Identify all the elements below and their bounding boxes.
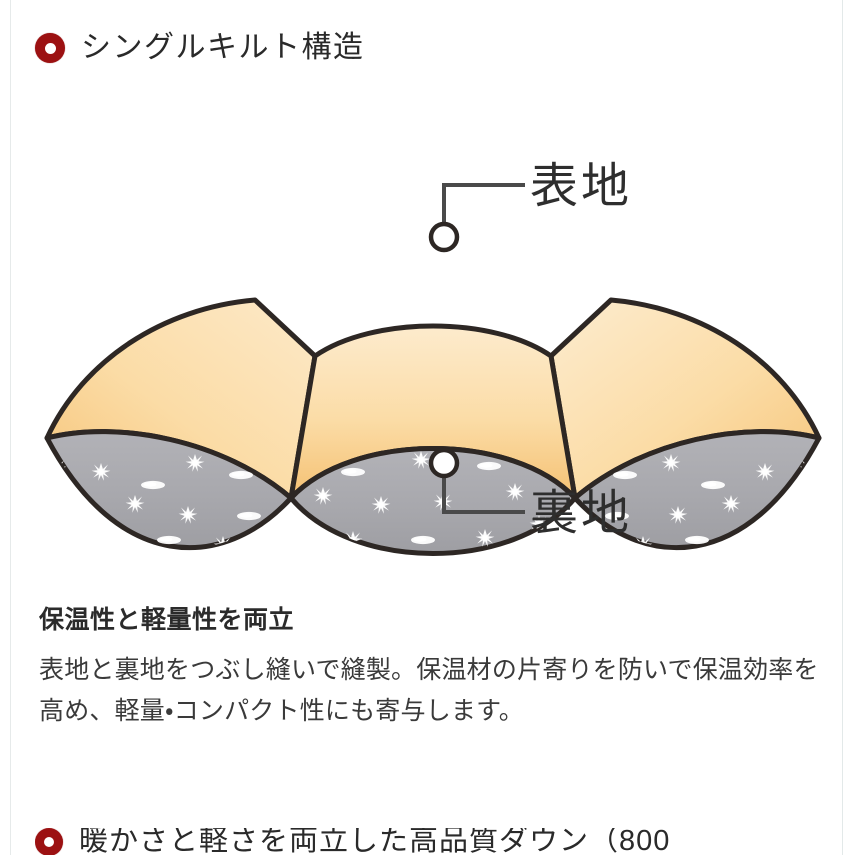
down-chamber-middle	[288, 446, 578, 556]
ring-bullet-icon	[35, 33, 65, 63]
description-block: 保温性と軽量性を両立 表地と裏地をつぶし縫いで縫製。保温材の片寄りを防いで保温効…	[39, 605, 821, 731]
callout-label-lining-fabric: 裏地	[530, 487, 632, 540]
section-heading: シングルキルト構造	[35, 26, 365, 70]
callout-leader-line-top	[442, 183, 525, 239]
next-section-heading[interactable]: 暖かさと軽さを両立した高品質ダウン（800	[35, 828, 835, 855]
quilt-segment-left	[44, 297, 318, 551]
callout-label-outer-fabric: 表地	[530, 160, 632, 213]
description-body: 表地と裏地をつぶし縫いで縫製。保温材の片寄りを防いで保温効率を高め、軽量・コンパ…	[39, 656, 819, 725]
callout-leader-line-bottom	[442, 461, 525, 514]
circle-marker-lining-fabric	[428, 447, 460, 479]
callout-outer-fabric: 表地	[428, 160, 632, 253]
content-card: シングルキルト構造	[10, 0, 843, 855]
description-heading: 保温性と軽量性を両立	[39, 606, 295, 634]
quilt-segment-right	[548, 297, 822, 551]
next-section-title: 暖かさと軽さを両立した高品質ダウン（800	[79, 828, 671, 855]
circle-marker-outer-fabric	[428, 221, 460, 253]
ring-bullet-icon	[35, 828, 63, 855]
single-quilt-construction-diagram: 表地 裏地	[23, 120, 843, 560]
quilt-segment-middle	[288, 323, 578, 556]
callout-lining-fabric: 裏地	[428, 447, 632, 540]
page-title: シングルキルト構造	[81, 31, 365, 64]
